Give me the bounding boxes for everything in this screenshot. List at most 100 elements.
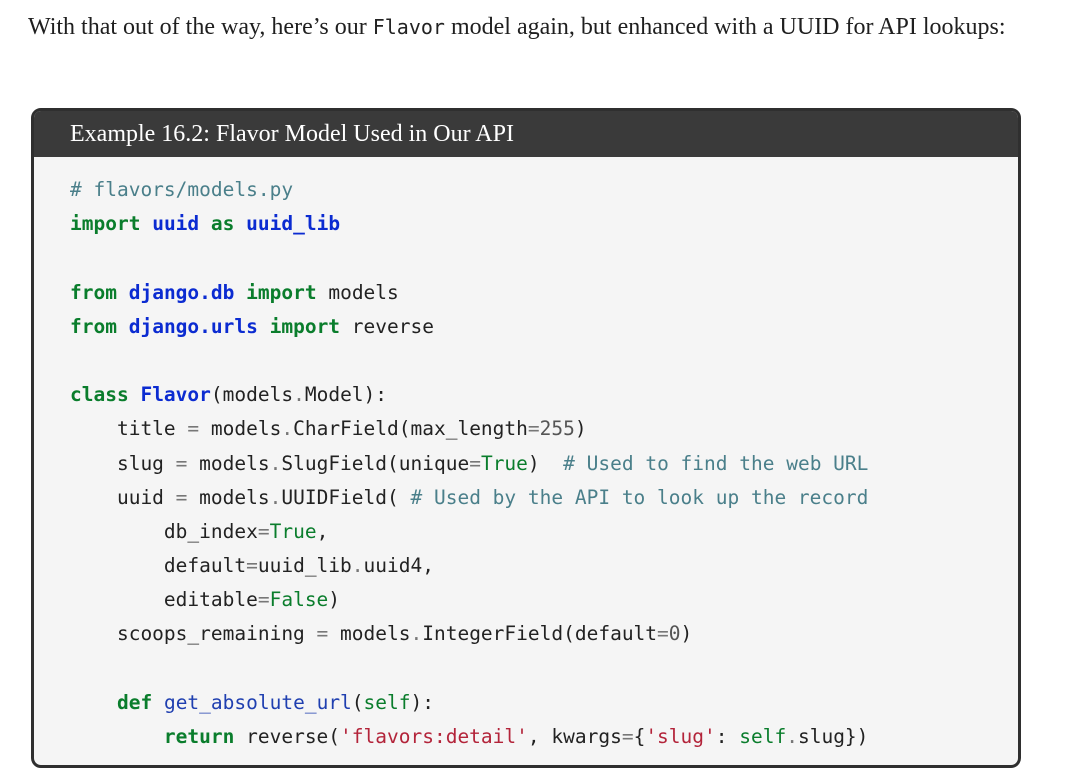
code-token-plain: uuid4, (363, 554, 434, 578)
code-token-func: get_absolute_url (163, 690, 352, 714)
code-token-plain (129, 383, 141, 406)
code-line (70, 241, 1018, 275)
code-token-op: = (469, 451, 481, 475)
code-block: # flavors/models.py import uuid as uuid_l… (34, 157, 1018, 754)
code-token-keyword: as (210, 212, 235, 236)
code-token-plain (117, 281, 129, 304)
code-token-builtin: self (363, 690, 411, 714)
code-token-plain: uuid_lib (257, 554, 352, 578)
code-token-plain (70, 691, 117, 714)
code-token-plain: ): (410, 690, 434, 714)
code-token-plain: , (316, 519, 329, 543)
code-line (70, 344, 1018, 378)
code-token-plain: uuid (70, 485, 176, 509)
code-token-plain (234, 281, 246, 304)
code-token-string: 'flavors:detail' (340, 725, 528, 748)
code-token-plain: models (328, 622, 411, 646)
code-token-name: django.urls (128, 314, 258, 338)
code-token-keyword: def (116, 690, 153, 714)
example-title: Example 16.2: Flavor Model Used in Our A… (70, 120, 514, 147)
code-line: editable=False) (70, 583, 1018, 617)
code-token-plain: title (70, 417, 188, 441)
code-token-plain: ) (527, 451, 564, 475)
code-line: db_index=True, (70, 515, 1018, 549)
code-token-plain: ) (680, 622, 693, 646)
code-token-plain (117, 315, 129, 338)
code-token-keyword: from (70, 314, 117, 338)
code-line: def get_absolute_url(self): (70, 686, 1018, 720)
code-token-keyword: import (70, 212, 141, 236)
code-token-keyword: import (269, 314, 341, 338)
code-token-plain: editable (70, 588, 258, 612)
code-line: scoops_remaining = models.IntegerField(d… (70, 617, 1018, 651)
code-token-name: Flavor (140, 383, 211, 407)
code-token-plain: UUIDField( (281, 485, 411, 509)
code-token-plain: slug (70, 451, 176, 475)
code-token-op: = (257, 519, 270, 543)
code-token-op: . (410, 622, 423, 646)
code-line: uuid = models.UUIDField( # Used by the A… (70, 481, 1018, 515)
code-line (70, 652, 1018, 686)
code-token-op: = (175, 485, 188, 509)
code-line: title = models.CharField(max_length=255) (70, 412, 1018, 446)
code-token-plain (234, 212, 246, 235)
code-token-name: uuid (152, 212, 200, 236)
code-token-op: = (187, 417, 200, 441)
code-token-number: 255 (539, 417, 575, 441)
code-line: class Flavor(models.Model): (70, 378, 1018, 412)
code-token-op: = (316, 622, 329, 646)
code-example-box: Example 16.2: Flavor Model Used in Our A… (31, 108, 1021, 768)
code-token-plain: ) (574, 417, 587, 441)
code-line: return reverse('flavors:detail', kwargs=… (70, 720, 1018, 754)
code-token-plain: models (316, 280, 399, 304)
code-token-plain: (models (210, 383, 294, 407)
code-token-op: . (351, 554, 364, 578)
code-token-builtin: True (480, 451, 528, 475)
code-line: slug = models.SlugField(unique=True) # U… (70, 447, 1018, 481)
code-token-op: . (293, 383, 305, 407)
code-line: from django.db import models (70, 276, 1018, 310)
code-token-name: django.db (128, 280, 235, 304)
code-token-plain: , kwargs (527, 725, 622, 748)
intro-inline-code: Flavor (372, 15, 445, 39)
code-line: default=uuid_lib.uuid4, (70, 549, 1018, 583)
code-line: from django.urls import reverse (70, 310, 1018, 344)
example-title-bar: Example 16.2: Flavor Model Used in Our A… (34, 111, 1018, 157)
code-token-op: = (257, 588, 270, 612)
code-token-plain (152, 691, 164, 714)
code-token-builtin: True (269, 519, 317, 543)
code-token-plain (70, 725, 164, 748)
code-token-op: . (786, 725, 798, 748)
code-token-plain: ( (351, 690, 364, 714)
code-token-comment: # Used to find the web URL (563, 451, 869, 475)
code-token-name: uuid_lib (246, 212, 341, 236)
code-token-keyword: class (70, 383, 129, 407)
code-token-number: 0 (668, 622, 681, 646)
code-token-plain: IntegerField(default (422, 622, 658, 646)
code-token-op: = (527, 417, 540, 441)
code-token-plain: models (187, 451, 270, 475)
code-token-builtin: False (269, 588, 329, 612)
code-token-keyword: from (70, 280, 117, 304)
code-token-plain: ) (328, 588, 341, 612)
code-token-keyword: import (246, 280, 317, 304)
code-token-plain (140, 212, 152, 235)
intro-paragraph: With that out of the way, here’s our Fla… (28, 8, 1038, 46)
code-token-plain (258, 315, 270, 338)
code-token-plain: CharField(max_length (293, 417, 528, 441)
code-token-op: . (269, 485, 282, 509)
code-token-op: . (281, 417, 294, 441)
code-token-comment: # flavors/models.py (70, 178, 294, 201)
code-token-plain: { (633, 725, 646, 748)
code-token-op: . (269, 451, 282, 475)
code-token-plain: default (70, 554, 247, 578)
code-token-plain: scoops_remaining (70, 622, 317, 646)
code-token-op: = (175, 451, 188, 475)
code-token-plain: db_index (70, 519, 258, 543)
code-token-plain: reverse( (234, 725, 341, 748)
code-token-op: = (657, 622, 669, 646)
code-line: # flavors/models.py (70, 173, 1018, 207)
code-line: import uuid as uuid_lib (70, 207, 1018, 241)
code-token-op: = (621, 725, 634, 748)
code-token-plain: models (187, 485, 270, 509)
